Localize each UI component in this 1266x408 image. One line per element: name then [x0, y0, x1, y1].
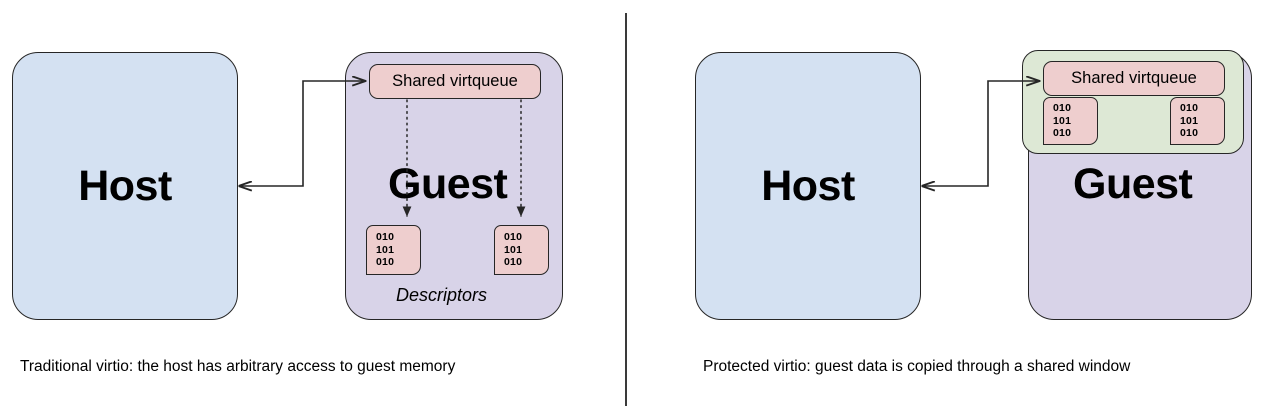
shared-virtqueue-label: Shared virtqueue — [1071, 69, 1197, 87]
descriptor-line: 010 — [504, 231, 523, 244]
descriptor-box-1[interactable]: 010 101 010 — [1043, 97, 1098, 145]
guest-label: Guest — [388, 160, 508, 208]
guest-label: Guest — [1073, 160, 1193, 208]
host-box-protected[interactable]: Host — [695, 52, 921, 320]
descriptor-line: 101 — [376, 243, 395, 256]
descriptor-line: 010 — [1180, 127, 1199, 140]
guest-box-traditional[interactable]: Shared virtqueue Guest 010 101 010 010 1… — [345, 52, 563, 320]
host-label: Host — [78, 161, 172, 210]
descriptor-box-1[interactable]: 010 101 010 — [366, 225, 421, 275]
panel-divider — [625, 13, 627, 406]
host-label: Host — [761, 161, 855, 210]
descriptor-line: 010 — [1053, 127, 1072, 140]
caption-protected: Protected virtio: guest data is copied t… — [703, 358, 1131, 375]
descriptor-box-2[interactable]: 010 101 010 — [494, 225, 549, 275]
descriptor-line: 101 — [1180, 114, 1199, 127]
descriptor-box-2[interactable]: 010 101 010 — [1170, 97, 1225, 145]
shared-virtqueue-label: Shared virtqueue — [392, 72, 518, 90]
caption-traditional: Traditional virtio: the host has arbitra… — [20, 358, 456, 375]
shared-virtqueue-traditional[interactable]: Shared virtqueue — [369, 64, 541, 99]
host-box-traditional[interactable]: Host — [12, 52, 238, 320]
descriptor-line: 010 — [1180, 102, 1199, 115]
shared-virtqueue-protected[interactable]: Shared virtqueue — [1043, 61, 1225, 96]
descriptor-line: 010 — [504, 256, 523, 269]
descriptor-line: 010 — [376, 231, 395, 244]
descriptors-label: Descriptors — [396, 285, 488, 305]
descriptor-line: 101 — [1053, 114, 1072, 127]
descriptor-line: 101 — [504, 243, 523, 256]
descriptor-line: 010 — [376, 256, 395, 269]
descriptor-line: 010 — [1053, 102, 1072, 115]
shared-window-box[interactable]: Shared virtqueue 010 101 010 010 101 010 — [1022, 50, 1244, 154]
